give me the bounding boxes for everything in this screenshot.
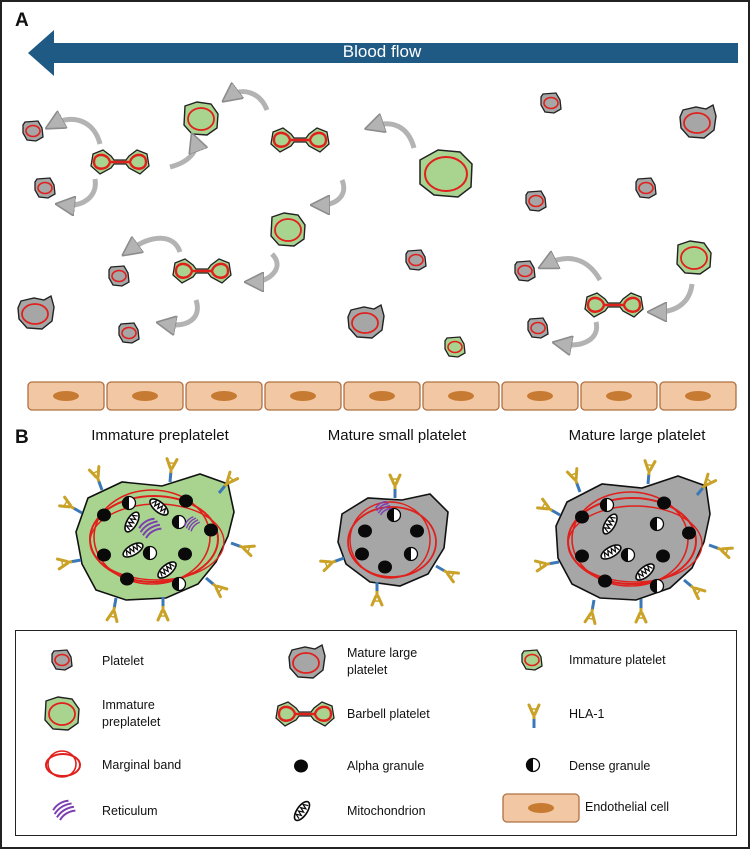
immature-preplatelet: [270, 212, 306, 247]
platelet: [405, 249, 427, 271]
platelet: [514, 260, 536, 282]
platelet: [635, 177, 657, 199]
mature-large-platelet: [17, 295, 55, 330]
barbell-platelet: [583, 291, 645, 319]
blood-flow-label: Blood flow: [342, 42, 422, 61]
legend-label-hla1: HLA-1: [569, 707, 605, 721]
mature-small-platelet-detail: [182, 473, 460, 607]
column-title-immature-preplatelet: Immature preplatelet: [91, 427, 229, 444]
large-immature-preplatelet: [419, 149, 473, 198]
marginal-band-icon: [45, 750, 81, 778]
platelet: [540, 92, 562, 114]
curved-arrows: [54, 92, 695, 345]
legend-label-immature-platelet: Immature platelet: [569, 653, 666, 667]
immature-preplatelet-detail: [55, 457, 256, 624]
legend-label-endothelial-cell: Endothelial cell: [585, 800, 670, 814]
platelet: [34, 177, 56, 199]
legend-label-reticulum: Reticulum: [102, 804, 158, 818]
platelet: [525, 190, 547, 212]
mature-large-platelet: [347, 304, 385, 339]
endothelium: [27, 381, 737, 411]
mature-large-platelet: [679, 104, 717, 139]
immature-platelet: [444, 336, 466, 358]
blood-flow-arrow: [28, 30, 738, 76]
legend-label-barbell-platelet: Barbell platelet: [347, 707, 430, 721]
panel-label-a: A: [15, 10, 29, 31]
platelet: [108, 265, 130, 287]
barbell-platelet: [89, 148, 151, 176]
barbell-platelet: [269, 126, 331, 154]
column-title-mature-large-platelet: Mature large platelet: [568, 427, 706, 444]
platelet: [527, 317, 549, 339]
legend-label-immature-preplatelet: Immature preplatelet: [102, 698, 161, 729]
legend-label-marginal-band: Marginal band: [102, 758, 182, 772]
legend-label-mature-large-platelet: Mature large platelet: [347, 646, 418, 677]
immature-preplatelet: [676, 240, 712, 275]
panel-label-b: B: [15, 427, 29, 448]
platelet: [22, 120, 44, 142]
legend-label-mitochondrion: Mitochondrion: [347, 804, 426, 818]
legend: [15, 630, 737, 836]
column-title-mature-small-platelet: Mature small platelet: [327, 427, 467, 444]
panel-a-cells: [17, 92, 717, 358]
barbell-platelet: [171, 257, 233, 285]
immature-preplatelet: [183, 101, 219, 136]
mature-large-platelet-detail: [373, 459, 734, 626]
platelet: [118, 322, 140, 344]
legend-label-platelet: Platelet: [102, 654, 144, 668]
legend-icons: [44, 644, 580, 824]
legend-label-alpha-granule: Alpha granule: [347, 759, 425, 773]
legend-label-dense-granule: Dense granule: [569, 759, 651, 773]
